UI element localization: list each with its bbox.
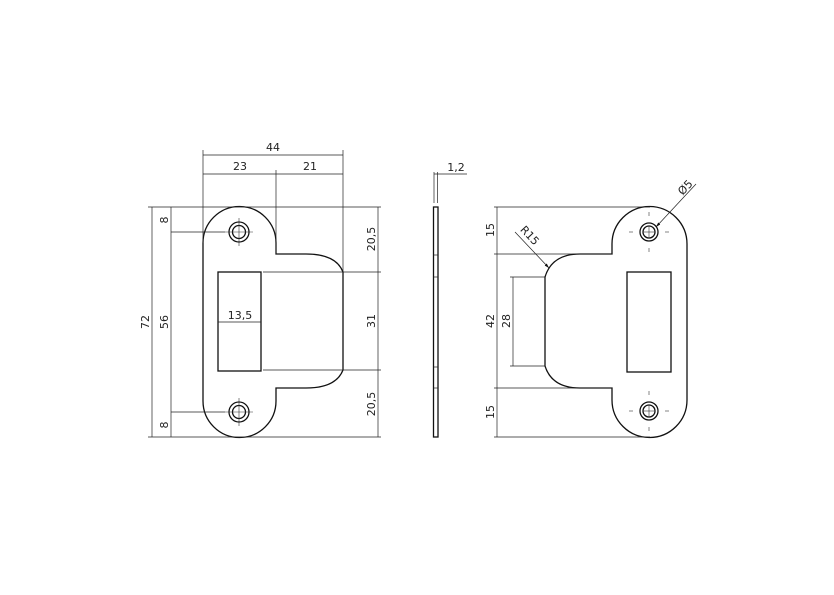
side-plate <box>432 206 439 438</box>
dim-bottom-offset: 15 <box>484 405 497 419</box>
dim-hole-diameter: Ø5 <box>675 177 695 197</box>
dim-opening-height: 42 <box>484 314 497 328</box>
rear-plate-outline <box>544 205 688 439</box>
front-view: 44 23 21 13,5 72 56 8 8 20,5 31 20,5 <box>139 141 381 439</box>
screw-hole-top <box>225 218 253 246</box>
dim-inner-height: 28 <box>500 314 513 328</box>
dim-overall-height: 72 <box>139 315 152 329</box>
radius-leader <box>514 231 550 269</box>
dim-right-width: 21 <box>303 160 317 173</box>
dim-lower-step: 20,5 <box>365 392 378 417</box>
dim-upper-step: 20,5 <box>365 227 378 252</box>
dim-overall-width: 44 <box>266 141 280 154</box>
rear-window <box>626 271 672 373</box>
dim-top-offset: 15 <box>484 223 497 237</box>
dim-hole-spacing: 56 <box>158 315 171 329</box>
dim-hole-offset-top: 8 <box>158 217 171 224</box>
dim-left-width: 23 <box>233 160 247 173</box>
diameter-leader <box>655 183 697 228</box>
strike-window <box>217 271 262 372</box>
dim-radius: R15 <box>517 223 541 248</box>
rear-view: 15 42 28 15 R15 Ø5 <box>484 177 697 439</box>
screw-hole-bottom <box>225 398 253 426</box>
dim-window-width: 13,5 <box>228 309 253 322</box>
dim-hole-offset-bottom: 8 <box>158 422 171 429</box>
side-view: 1,2 <box>432 161 467 438</box>
rear-screw-hole-top <box>629 212 669 252</box>
dim-thickness: 1,2 <box>447 161 465 174</box>
rear-screw-hole-bottom <box>629 391 669 431</box>
dim-tongue-height: 31 <box>365 314 378 328</box>
